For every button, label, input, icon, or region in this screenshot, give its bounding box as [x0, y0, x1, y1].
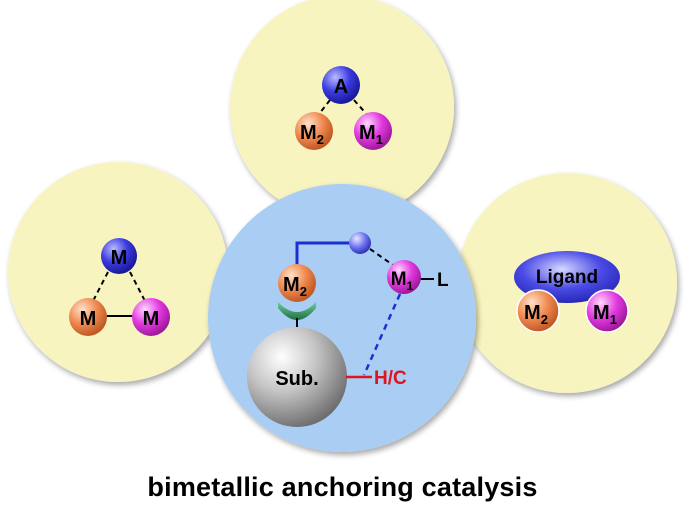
- metal-left: [69, 298, 107, 336]
- metal-m1: [387, 260, 421, 294]
- atom-a-label: A: [334, 76, 348, 98]
- metal-m2: [516, 289, 560, 333]
- metal-m1-label: M1: [391, 269, 414, 293]
- metal-m2: [295, 112, 333, 150]
- center-panel-background: [208, 184, 476, 452]
- left-panel: M M M: [8, 162, 228, 382]
- metal-m2-label: M2: [283, 274, 307, 299]
- top-left-dashed-bond: [91, 271, 109, 304]
- top-panel-background: [230, 0, 454, 219]
- metal-right-label: M: [143, 308, 160, 330]
- atom-a: [322, 66, 360, 104]
- metal-top-label: M: [111, 247, 128, 269]
- ligand-l-label: L: [437, 270, 449, 291]
- node-m1-dashed-bond: [369, 248, 394, 266]
- top-panel: A M2 M1: [230, 0, 454, 219]
- m1-hc-dashed-interaction: [362, 293, 402, 376]
- metal-m2-label: M2: [524, 302, 548, 327]
- metal-m2-label: M2: [300, 122, 324, 147]
- metal-left-label: M: [80, 308, 97, 330]
- right-panel: Ligand M2 M1: [457, 173, 677, 393]
- ligand-label: Ligand: [536, 267, 598, 288]
- top-right-dashed-bond: [129, 271, 147, 304]
- center-panel: Sub. H/C M2 M1 L: [208, 184, 476, 452]
- metal-m1-label: M1: [359, 122, 383, 147]
- substrate-label: Sub.: [275, 368, 318, 390]
- metal-top: [101, 238, 137, 274]
- linker-chain: [295, 241, 350, 266]
- metal-m2: [278, 264, 316, 302]
- hc-label: H/C: [374, 368, 407, 389]
- green-anchor: [278, 302, 316, 320]
- linker-node-sphere: [349, 232, 371, 254]
- metal-right: [132, 298, 170, 336]
- substrate-sphere: [247, 327, 347, 427]
- metal-m1: [585, 289, 629, 333]
- metal-m1-label: M1: [593, 302, 617, 327]
- diagram-caption: bimetallic anchoring catalysis: [147, 472, 538, 502]
- metal-m1: [354, 112, 392, 150]
